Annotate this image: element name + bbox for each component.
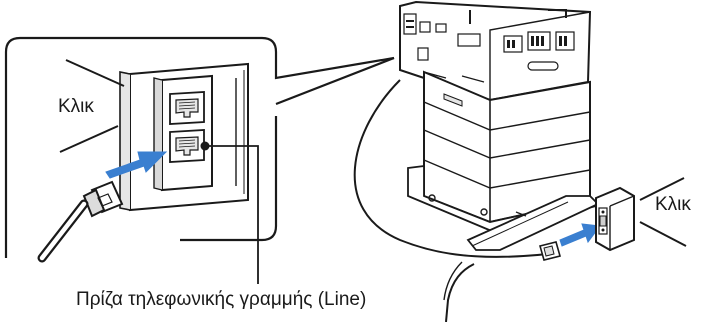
line-jack-caption: Πρίζα τηλεφωνικής γραμμής (Line) xyxy=(76,289,367,310)
upper-port xyxy=(169,91,205,125)
insert-arrow-left xyxy=(105,151,168,179)
click-label-right: Κλικ xyxy=(655,194,691,215)
line-port xyxy=(169,129,205,163)
zoom-callout xyxy=(4,36,395,284)
click-rays-right xyxy=(639,177,687,247)
caption-leader xyxy=(200,141,259,284)
modular-plug xyxy=(37,180,124,263)
wall-jack xyxy=(595,186,635,252)
insert-arrow-right xyxy=(559,223,601,247)
telephone-cable xyxy=(353,79,549,322)
click-label-left: Κλικ xyxy=(58,96,94,117)
cable-plug-right xyxy=(539,241,561,261)
click-rays-left xyxy=(59,59,125,153)
multifunction-printer xyxy=(399,0,600,251)
